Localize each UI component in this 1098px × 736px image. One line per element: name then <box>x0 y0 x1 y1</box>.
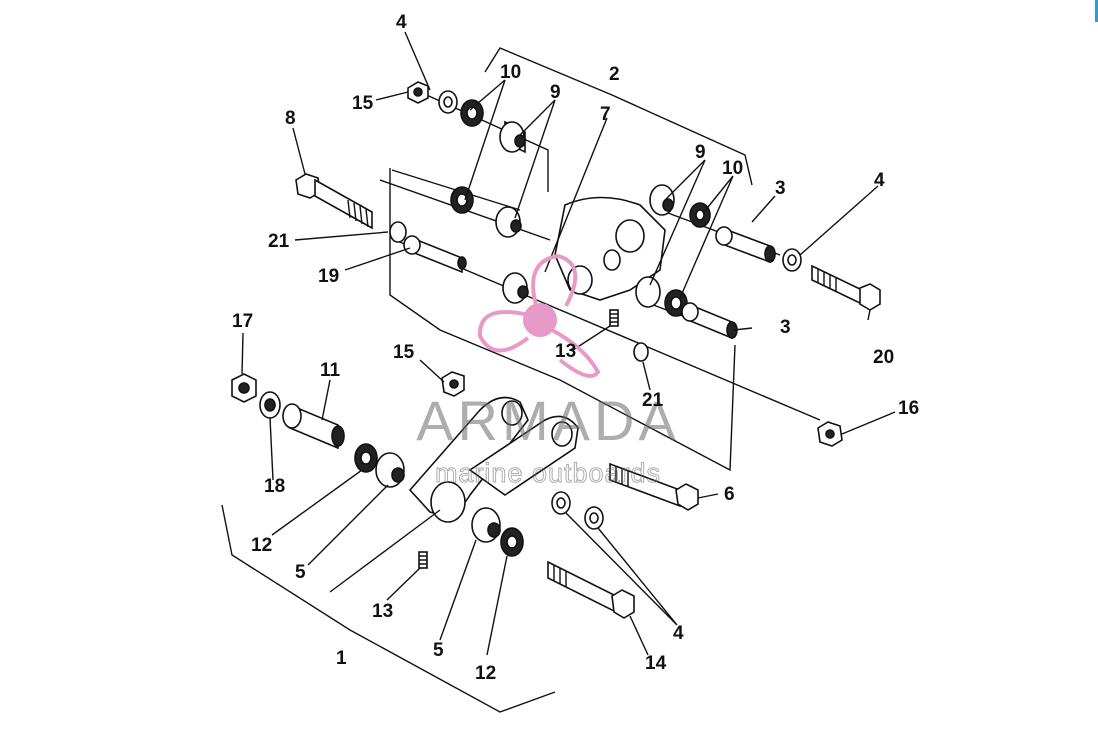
brand-name: ARMADA <box>416 389 680 452</box>
lower-assembly <box>231 371 699 619</box>
callout-21-right: 21 <box>642 390 664 411</box>
bolt-20 <box>811 264 881 311</box>
callout-4-lower: 4 <box>673 623 684 644</box>
callout-16: 16 <box>898 398 919 419</box>
callout-12-right: 12 <box>475 663 496 684</box>
callout-7: 7 <box>600 104 611 125</box>
nut-16 <box>817 421 843 447</box>
sleeve-3-lower <box>681 302 738 340</box>
bolt-14 <box>547 560 635 619</box>
callout-18: 18 <box>264 476 285 497</box>
bushing-9-middle <box>495 206 522 238</box>
callout-4-right: 4 <box>874 170 885 191</box>
window-edge-marker <box>1095 0 1098 22</box>
callout-10-right: 10 <box>722 158 743 179</box>
sleeve-11 <box>282 403 345 450</box>
nut-15-top <box>407 81 429 104</box>
callout-21-left: 21 <box>268 231 290 252</box>
sleeve-3-upper <box>715 226 776 264</box>
callout-8: 8 <box>285 108 296 129</box>
assembly-brackets <box>221 47 753 713</box>
callout-6: 6 <box>724 484 735 505</box>
callout-2: 2 <box>609 64 620 85</box>
bracket-7 <box>554 196 666 301</box>
bushing-9-top <box>499 120 526 154</box>
callout-11: 11 <box>320 360 341 381</box>
callout-17: 17 <box>232 311 253 332</box>
callout-13-lower: 13 <box>372 601 393 622</box>
armada-logo: ARMADA marine outboards <box>416 253 680 489</box>
nut-15-lower <box>441 371 465 397</box>
sleeve-19 <box>403 235 467 274</box>
callout-3-upper: 3 <box>775 178 786 199</box>
callout-3-lower: 3 <box>780 317 791 338</box>
bushing-9-lower <box>502 272 529 304</box>
callout-13-upper: 13 <box>555 341 576 362</box>
propeller-icon <box>477 253 601 378</box>
callout-9-right: 9 <box>695 142 706 163</box>
bushing-9-right-lower <box>635 276 661 308</box>
washer-21-left <box>389 221 407 243</box>
link-arm-1 <box>408 396 579 523</box>
propeller-hub <box>523 303 557 337</box>
callout-5-left: 5 <box>295 562 306 583</box>
callout-10-top: 10 <box>500 62 521 83</box>
brand-tagline: marine outboards <box>435 458 661 488</box>
grease-fitting-13-upper <box>609 309 619 327</box>
washer-21-right <box>633 342 649 362</box>
bolt-8 <box>295 173 373 230</box>
callout-15-lower: 15 <box>393 342 415 363</box>
grease-fitting-13-lower <box>418 551 428 569</box>
upper-assembly <box>295 81 881 447</box>
leader-lines <box>241 31 896 656</box>
callout-5-right: 5 <box>433 640 444 661</box>
callout-12-left: 12 <box>251 535 272 556</box>
bolt-6 <box>609 462 699 511</box>
callout-19: 19 <box>318 266 339 287</box>
callout-1: 1 <box>336 648 347 669</box>
callout-9-top: 9 <box>550 82 561 103</box>
callout-labels: 4 15 10 2 9 7 8 9 10 3 4 21 19 3 17 15 1… <box>232 12 919 684</box>
callout-15-top: 15 <box>352 93 374 114</box>
nut-17 <box>231 373 257 403</box>
callout-4-top: 4 <box>396 12 407 33</box>
callout-20: 20 <box>873 347 894 368</box>
callout-14: 14 <box>645 653 667 674</box>
